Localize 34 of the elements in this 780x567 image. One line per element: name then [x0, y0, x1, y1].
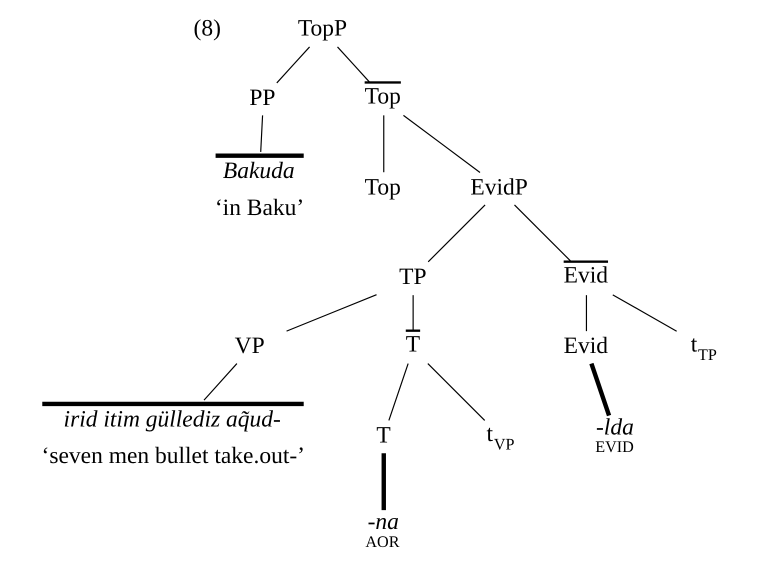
node-text: Top	[364, 174, 401, 200]
node-text: VP	[234, 332, 265, 359]
node-text: TopP	[298, 16, 348, 42]
connector	[204, 363, 238, 401]
node-text: T	[376, 422, 391, 449]
node-text: Evid	[564, 262, 608, 288]
node-text: -na AOR	[365, 509, 400, 551]
connector	[337, 46, 371, 84]
node-text: -lda EVID	[595, 414, 634, 456]
connector	[427, 363, 486, 421]
connector	[286, 294, 377, 332]
node-text: EvidP	[470, 174, 528, 200]
node-text: Top	[364, 83, 401, 110]
connector	[514, 204, 572, 262]
connector	[260, 115, 264, 152]
connector	[428, 204, 486, 262]
connector	[388, 363, 409, 421]
connector	[612, 294, 677, 332]
label: (8)	[194, 16, 221, 42]
node-text: t$_{TP}$	[690, 332, 717, 364]
connector	[586, 295, 588, 332]
connector	[412, 295, 414, 332]
node-text: PP	[249, 84, 276, 111]
node-text: irid itim güllediz aq̃ud- ‘seven men bullet take.out-’	[42, 406, 306, 470]
connector	[589, 362, 612, 416]
node-text: Bakuda ‘in Baku’	[214, 158, 304, 221]
node-text: TP	[399, 264, 427, 290]
node-text: Evid	[564, 332, 608, 359]
connector	[382, 453, 386, 510]
connector	[276, 46, 310, 84]
node-text: t$_{VP}$	[486, 421, 515, 454]
connector	[383, 115, 384, 172]
node-text: T	[406, 332, 420, 358]
connector	[403, 114, 480, 173]
